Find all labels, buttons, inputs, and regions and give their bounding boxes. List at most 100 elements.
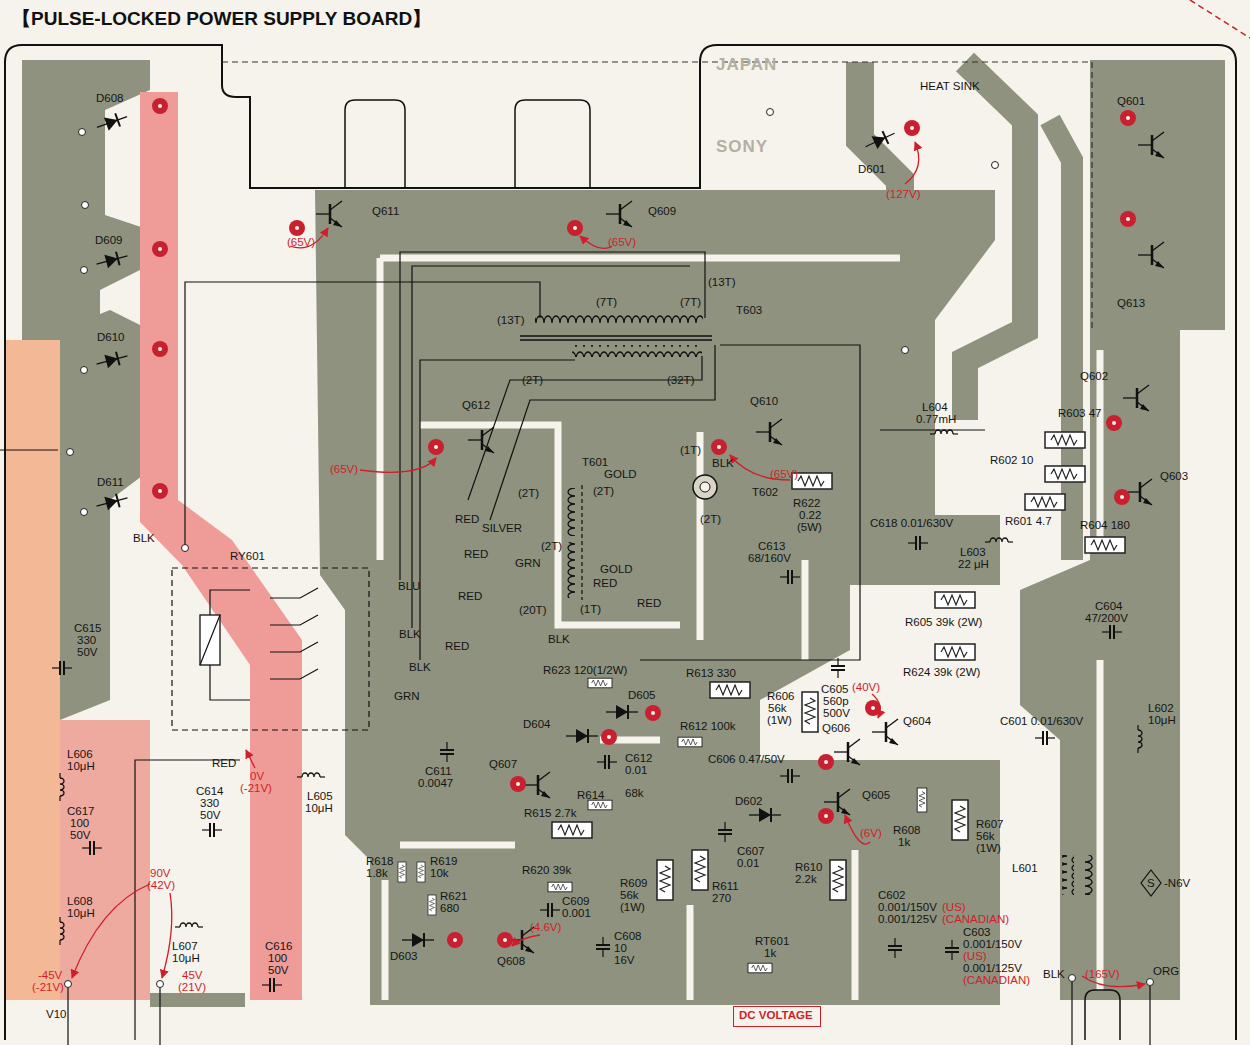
pad-hole [992,162,999,169]
diode-symbol [95,249,130,271]
component-label: L604 [922,401,948,413]
wire [1071,982,1072,1045]
capacitor-symbol [780,769,800,783]
component-label: L607 [172,940,198,952]
component-label: 50V [77,646,97,658]
component-label: 1k [764,947,776,959]
component-label: RED [593,577,617,589]
component-label: 0.001 [562,907,591,919]
relay-coil [200,615,220,665]
component-label: (32T) [667,374,694,386]
resistor-symbol [692,850,708,890]
component-label: RED [455,513,479,525]
component-label: R612 100k [680,720,736,732]
toroid-transformer [693,475,717,499]
trace-gap [697,432,704,640]
component-label: C603 [963,926,991,938]
voltage-label: (-21V) [32,981,64,993]
inductor-symbol [985,538,1013,542]
test-point [711,439,727,455]
component-label: 10μH [67,760,95,772]
component-label: D601 [858,163,886,175]
pad-hole [157,981,164,988]
component-label: 560p [823,695,849,707]
component-label: 2.2k [795,873,817,885]
component-label: C618 0.01/630V [870,517,953,529]
component-label: (2T) [518,487,539,499]
component-label: D604 [523,718,551,730]
pad-hole [81,367,88,374]
board-notch [1085,990,1120,1040]
test-point [152,241,168,257]
inductor-symbol [60,773,64,801]
component-label: RED [445,640,469,652]
voltage-arrow [360,458,436,472]
resistor-symbol [678,737,702,747]
trace-gap [802,560,809,660]
test-point [818,808,834,824]
voltage-label: (6V) [860,827,882,839]
inductor-symbol [1138,725,1142,753]
resistor-symbol [1025,494,1065,510]
component-label: (2T) [593,485,614,497]
voltage-arrow [162,893,172,978]
diode-symbol [566,729,598,743]
diode-symbol [863,127,898,153]
voltage-label: (US) [942,901,966,913]
component-label: C616 [265,940,293,952]
wire [135,760,240,1040]
test-point [289,220,305,236]
transistor-symbol [606,201,632,227]
component-label: 50V [70,829,90,841]
transformer-winding [535,314,703,326]
component-label: 330 [77,634,96,646]
cut-line [1190,0,1250,38]
component-label: RED [212,757,236,769]
voltage-arrows [72,142,1145,987]
wire [880,429,985,430]
board-tab [345,100,405,188]
component-label: 1k [898,836,910,848]
component-label: D610 [97,331,125,343]
test-point [447,932,463,948]
transformer-core [520,335,712,337]
component-label: BLU [398,580,420,592]
component-label: R608 [893,824,921,836]
relay-contacts [210,588,318,700]
component-label: RED [637,597,661,609]
component-label: RT601 [755,935,789,947]
capacitor-symbol [945,940,959,960]
trace-gap [377,258,384,560]
component-label: 100 [268,952,287,964]
component-label: L605 [307,790,333,802]
voltage-label: (165V) [1085,968,1120,980]
component-label: R605 39k (2W) [905,616,982,628]
component-label: C612 [625,752,653,764]
component-label: T601 [582,456,608,468]
test-point [645,705,661,721]
test-point [152,483,168,499]
trace-gap [382,880,389,1000]
resistor-symbol [417,862,425,882]
component-label: R607 [976,818,1004,830]
resistor-symbol [1045,466,1085,482]
component-label: C606 0.47/50V [708,753,785,765]
wire [490,345,715,520]
voltage-label: (40V) [852,681,880,693]
component-label: C601 0.01/630V [1000,715,1083,727]
component-label: (7T) [596,296,617,308]
relay-contact [270,642,318,652]
pad-hole [67,449,74,456]
diode-symbol [95,349,130,371]
component-label: R610 [795,861,823,873]
resistor-symbol [748,963,772,973]
capacitor-symbol [908,536,928,550]
diode-symbol [95,491,130,513]
inductor-symbol [60,917,64,945]
component-label: T603 [736,304,762,316]
component-label: GRN [394,690,420,702]
component-label: GOLD [604,468,637,480]
resistor-symbol [830,860,846,900]
component-label: Q611 [372,205,399,217]
capacitor-symbol [1035,731,1055,745]
